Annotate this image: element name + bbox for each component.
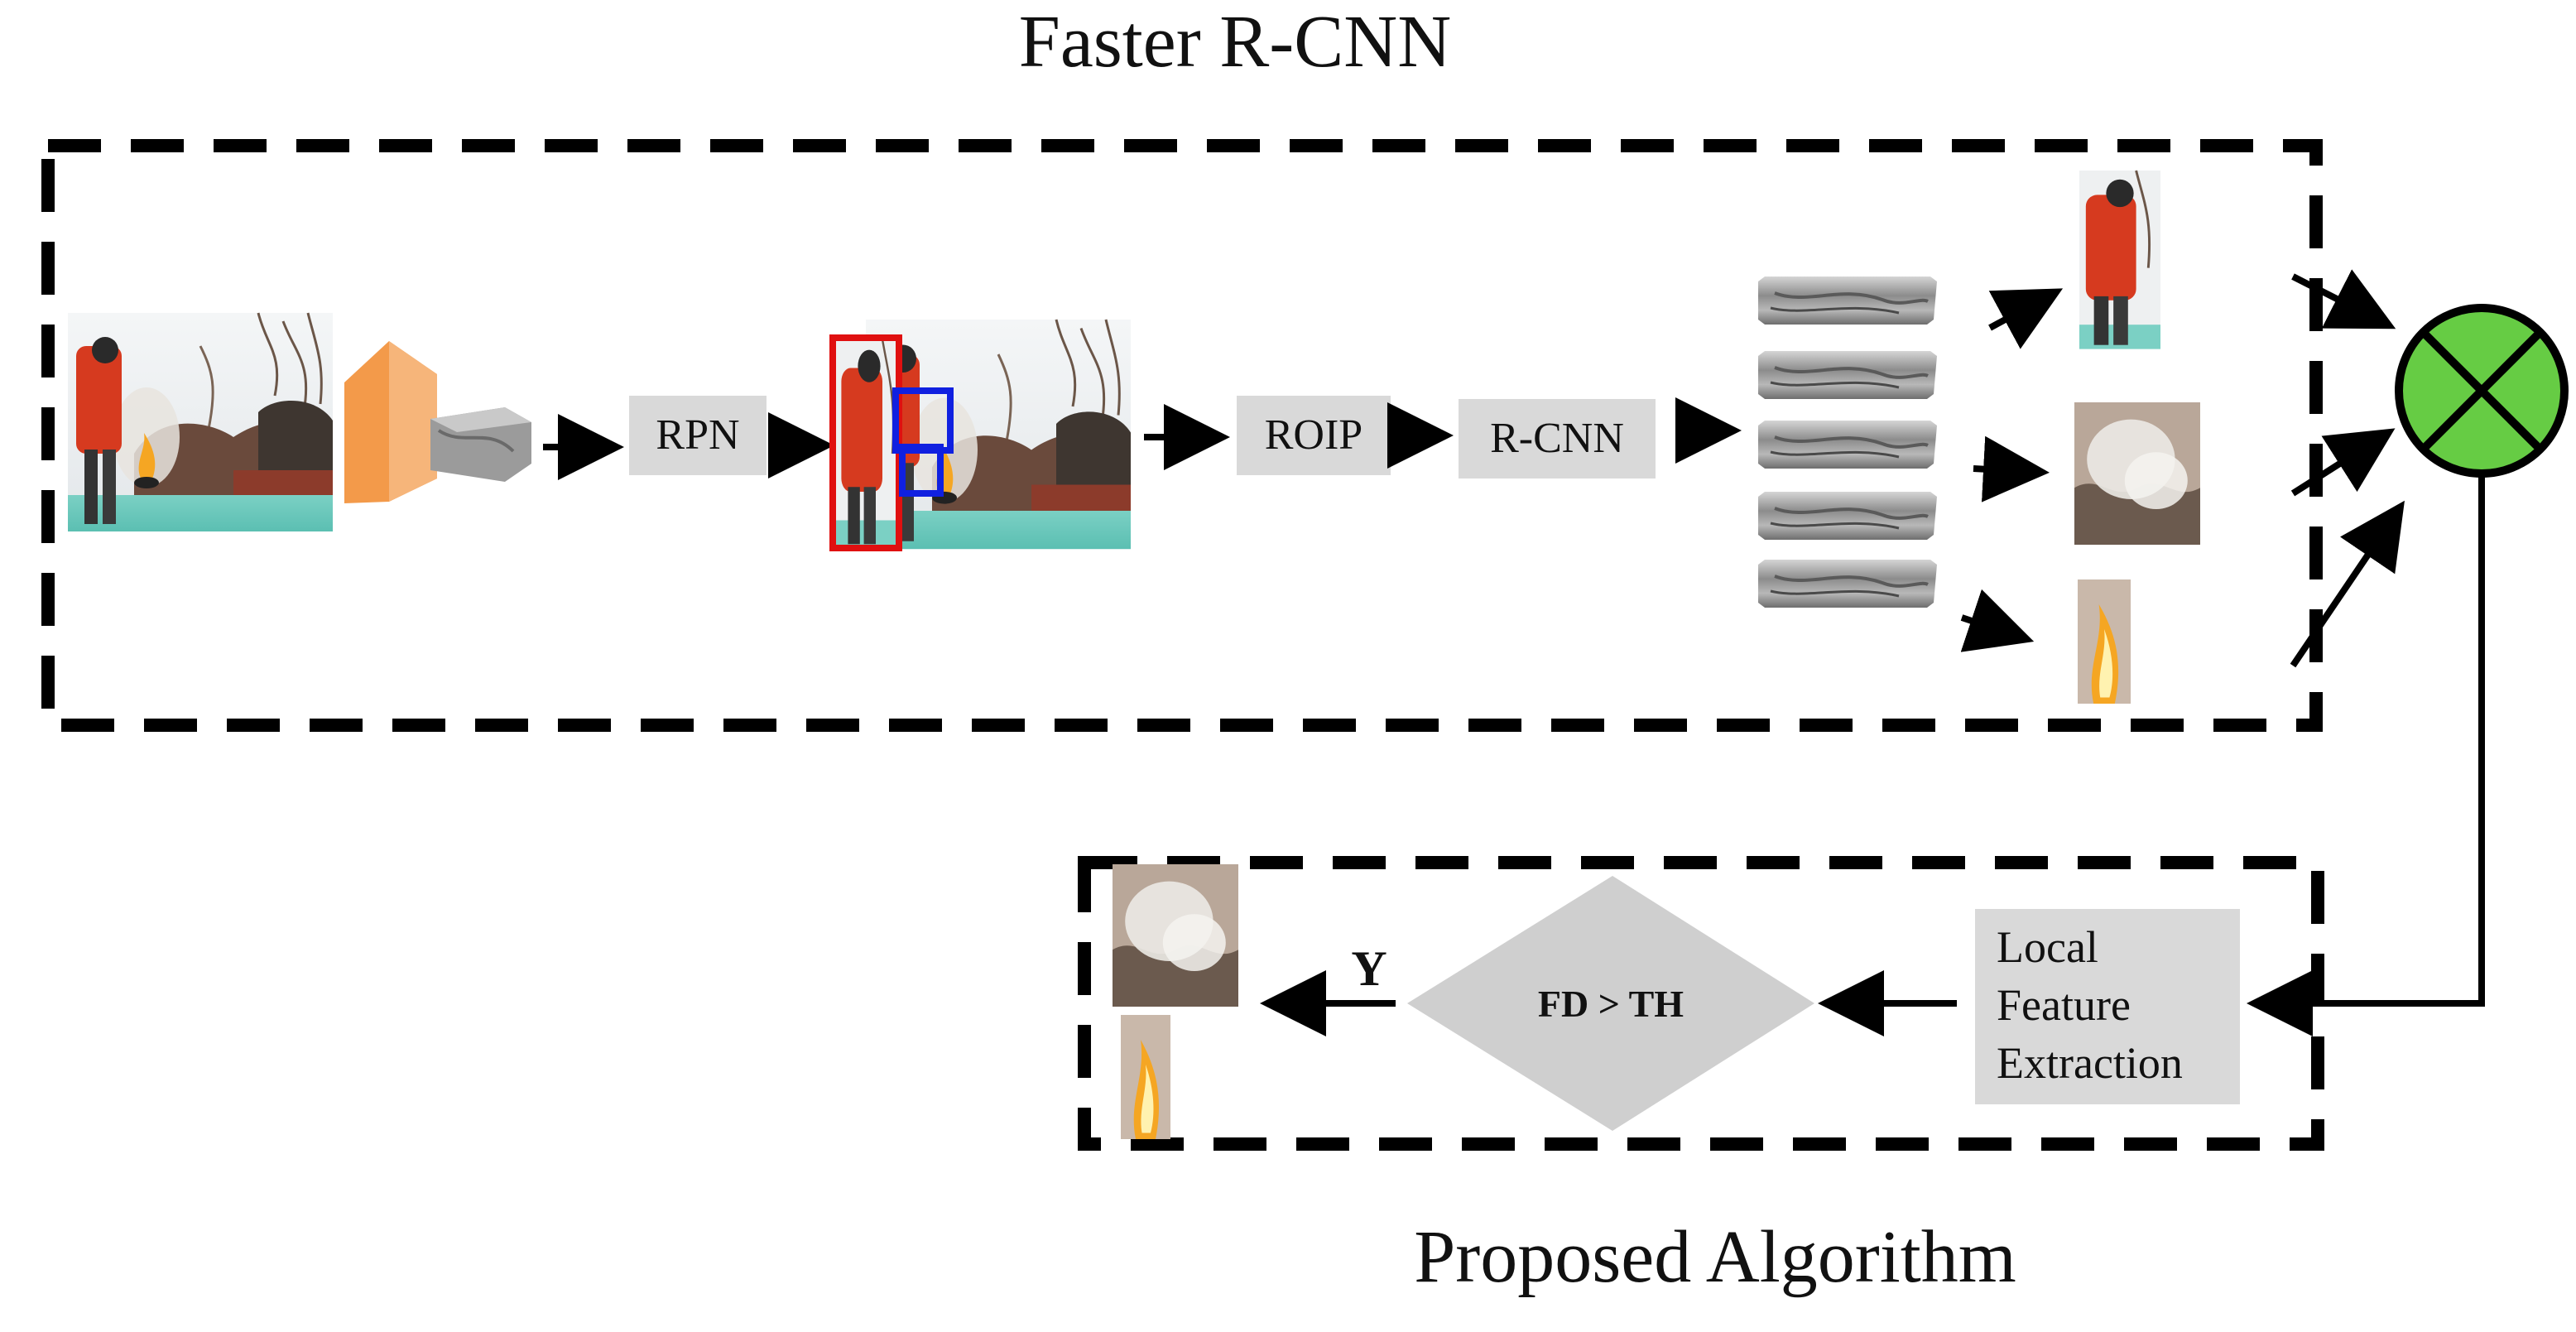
region-proposals-image: [864, 318, 1132, 551]
fire-bounding-box: [899, 444, 944, 497]
output-smoke-crop: [1113, 864, 1238, 1007]
local-feature-label-line1: Local: [1997, 922, 2098, 972]
feature-map-4: [1757, 490, 1939, 541]
arrow-person-to-combiner: [2291, 269, 2396, 329]
local-feature-extraction-box: [1975, 909, 2240, 1104]
output-fire-crop: [1121, 1015, 1170, 1139]
cnn-block-icon: [344, 341, 531, 503]
arrow-to-person-crop: [1988, 288, 2064, 349]
person-crop-image: [2078, 169, 2162, 351]
smoke-crop-image: [2074, 402, 2200, 545]
rcnn-label: R-CNN: [1490, 415, 1624, 462]
arrow-smoke-to-combiner: [2290, 428, 2396, 497]
local-feature-label-line2: Feature: [1997, 980, 2131, 1030]
feature-map-3: [1757, 419, 1939, 470]
feature-map-5: [1757, 558, 1939, 609]
decision-diamond: [1407, 876, 1814, 1131]
arrow-fire-to-combiner: [2290, 500, 2405, 668]
faster-rcnn-container: [41, 139, 2323, 732]
feature-map-2: [1757, 349, 1939, 401]
combiner-connector: [2247, 474, 2485, 1036]
rpn-label: RPN: [656, 411, 739, 459]
decision-label: FD > TH: [1538, 983, 1684, 1025]
arrow-to-smoke-crop: [1973, 435, 2050, 503]
rpn-box: [629, 396, 767, 475]
yes-label: Y: [1351, 941, 1387, 996]
proposed-algorithm-title: Proposed Algorithm: [1414, 1216, 2016, 1298]
circle-x-icon: [2395, 304, 2569, 478]
fire-crop-image: [2078, 579, 2131, 704]
roip-box: [1237, 396, 1391, 475]
roip-label: ROIP: [1265, 411, 1362, 459]
arrow-to-fire-crop: [1960, 589, 2035, 652]
input-image: [66, 311, 334, 533]
feature-map-1: [1757, 275, 1939, 326]
rcnn-box: [1459, 399, 1656, 478]
faster-rcnn-title: Faster R-CNN: [1019, 1, 1451, 83]
local-feature-label-line3: Extraction: [1997, 1038, 2183, 1088]
